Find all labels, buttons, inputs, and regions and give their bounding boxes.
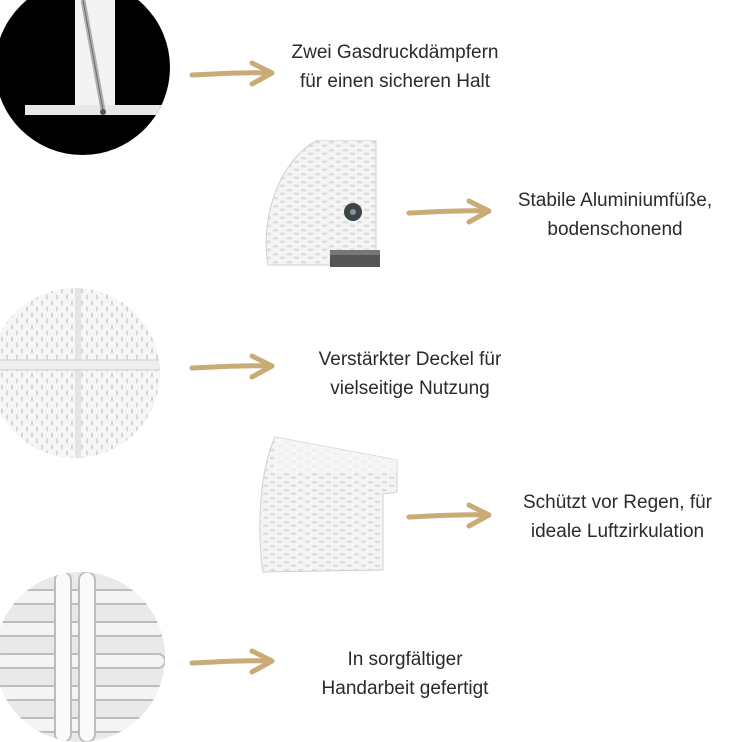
arrow-right-icon [188, 351, 278, 381]
feature-caption-handmade: In sorgfältiger Handarbeit gefertigt [321, 649, 489, 699]
handwoven-rattan-detail-image [0, 572, 165, 742]
feature-caption-aluminium-feet: Stabile Aluminiumfüße, bodenschonend [517, 190, 713, 240]
arrow-right-icon [188, 58, 278, 88]
arrow-right-icon [188, 646, 278, 676]
gas-spring-detail-image [0, 0, 170, 155]
feature-caption-gas-springs: Zwei Gasdruckdämpfern für einen sicheren… [291, 42, 499, 92]
feature-caption-reinforced-lid: Verstärkter Deckel für vielseitige Nutzu… [318, 349, 502, 399]
arrow-right-icon [405, 500, 495, 530]
ventilation-gap-detail-image [255, 432, 405, 580]
aluminium-foot-detail-image [258, 139, 388, 275]
arrow-right-icon [405, 196, 495, 226]
reinforced-lid-detail-image [0, 288, 160, 458]
feature-caption-ventilation: Schützt vor Regen, für ideale Luftzirkul… [522, 492, 713, 542]
